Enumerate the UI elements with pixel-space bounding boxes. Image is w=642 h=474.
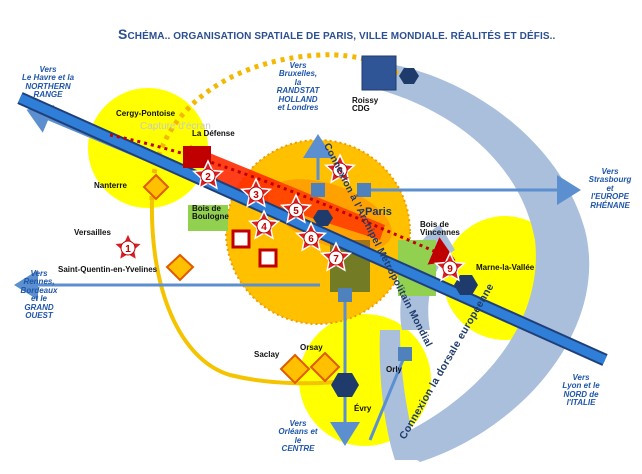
label-lyon: Vers Lyon et le NORD de l'ITALIE bbox=[562, 373, 600, 408]
label-versailles: Versailles bbox=[74, 228, 111, 237]
label-paris: Paris bbox=[365, 206, 392, 218]
star-label: 5 bbox=[293, 206, 299, 217]
diamond-saclay bbox=[279, 353, 311, 385]
label-orly: Orly bbox=[386, 365, 403, 374]
bois-boulogne-square bbox=[188, 205, 228, 231]
star-label: 8 bbox=[337, 166, 343, 177]
label-orsay: Orsay bbox=[300, 343, 323, 352]
star-marker-9: 9 bbox=[434, 252, 466, 281]
star-label: 1 bbox=[125, 244, 131, 255]
red-axis bbox=[190, 145, 385, 240]
hex-evry bbox=[331, 373, 359, 397]
label-rennes: Vers Rennes, Bordeaux et le GRAND OUEST bbox=[20, 269, 58, 320]
label-strasbourg: Vers Strasbourg et l'EUROPE RHÉNANE bbox=[588, 167, 632, 210]
label-nanterre: Nanterre bbox=[94, 181, 127, 190]
label-cergy: Cergy-Pontoise bbox=[116, 109, 176, 118]
star-label: 3 bbox=[253, 190, 259, 201]
star-marker-4: 4 bbox=[248, 210, 280, 239]
label-marne: Marne-la-Vallée bbox=[476, 263, 535, 272]
label-roissy: Roissy CDG bbox=[352, 96, 379, 114]
star-label: 7 bbox=[333, 254, 339, 265]
star-marker-1: 1 bbox=[112, 232, 144, 261]
label-sqy: Saint-Quentin-en-Yvelines bbox=[58, 265, 158, 274]
dotted-arc bbox=[149, 52, 402, 201]
star-label: 2 bbox=[205, 172, 211, 183]
page-title: SCHÉMA.. ORGANISATION SPATIALE DE PARIS,… bbox=[118, 26, 556, 42]
star-marker-2: 2 bbox=[192, 160, 224, 189]
label-le-havre: Vers Le Havre et la NORTHERN RANGE bbox=[21, 65, 75, 100]
star-marker-3: 3 bbox=[240, 178, 272, 207]
star-marker-5: 5 bbox=[280, 194, 312, 223]
star-marker-6: 6 bbox=[295, 222, 327, 251]
roissy-square bbox=[361, 55, 397, 91]
watermark-text: Capture d'écran bbox=[140, 121, 211, 132]
label-bois-boulogne: Bois de Boulogne bbox=[192, 204, 229, 222]
label-orleans: Vers Orléans et le CENTRE bbox=[278, 419, 318, 454]
hex-paris bbox=[313, 210, 333, 226]
la-defense-square bbox=[183, 146, 211, 168]
zone-cergy bbox=[88, 88, 208, 208]
archipel-band bbox=[380, 65, 590, 462]
diamond-nanterre bbox=[142, 173, 170, 201]
star-marker-8: 8 bbox=[324, 154, 356, 183]
hex-marne bbox=[454, 275, 478, 295]
label-bruxelles: Vers Bruxelles, la RANDSTAT HOLLAND et L… bbox=[276, 61, 320, 112]
star-label: 6 bbox=[308, 234, 314, 245]
label-la-defense: La Défense bbox=[192, 129, 235, 138]
label-evry: Évry bbox=[354, 404, 372, 413]
star-label: 9 bbox=[447, 264, 453, 275]
star-label: 4 bbox=[261, 222, 267, 233]
diamond-sqy bbox=[165, 253, 195, 282]
star-marker-7: 7 bbox=[320, 242, 352, 271]
label-bois-vincennes: Bois de Vincennes bbox=[420, 220, 460, 238]
diamond-orsay bbox=[309, 351, 341, 383]
label-saclay: Saclay bbox=[254, 350, 280, 359]
